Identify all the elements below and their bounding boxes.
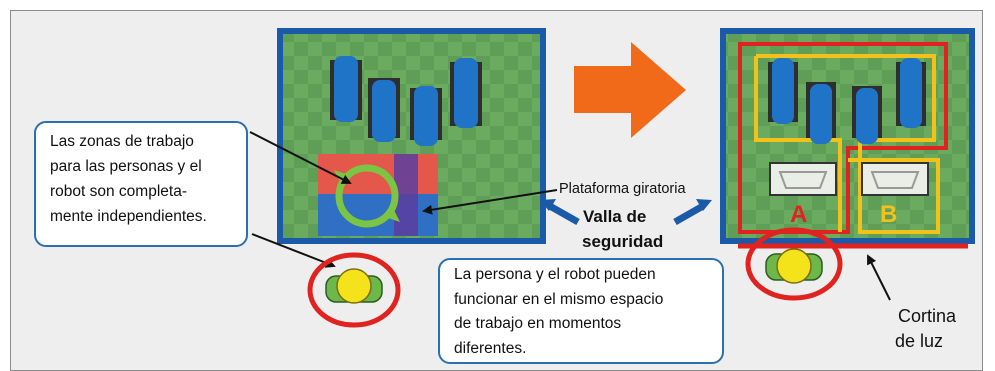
rotary-platform-ring (335, 164, 399, 228)
robot-arm (414, 86, 438, 146)
right-work-cell: A B (720, 28, 975, 301)
zone-b-boundary (756, 54, 940, 234)
operator-highlight-ring (745, 227, 843, 301)
fence-pointers (540, 199, 712, 226)
robot-arm (334, 56, 358, 122)
robot-arm (372, 80, 396, 142)
fence-label-line-1: Valla de (583, 207, 647, 226)
robot-arm (454, 58, 478, 128)
transition-arrow (574, 42, 686, 138)
operator-head (776, 248, 812, 284)
curtain-pointer (867, 254, 891, 301)
left-operator (307, 252, 401, 328)
workstation-b-tray (870, 171, 920, 189)
left-work-cell (249, 28, 558, 328)
callout-line: diferentes. (454, 339, 527, 357)
callout-line: Las zonas de trabajo (50, 133, 194, 150)
callout-line: para las personas y el (50, 158, 202, 175)
zone-b-label: B (880, 201, 897, 228)
fence-label-line-2: seguridad (582, 232, 664, 251)
robot-arm (856, 88, 878, 144)
workstation-b (861, 162, 929, 196)
fence-pointer-right (673, 202, 705, 226)
right-operator (745, 227, 843, 301)
rotation-arrow (388, 210, 400, 222)
robot-arm (900, 58, 922, 128)
callout-line: mente independientes. (50, 208, 207, 225)
fence-pointer-right-head (696, 199, 712, 211)
zone-a-label: A (790, 201, 807, 228)
callout-line: funcionar en el mismo espacio (454, 290, 664, 308)
callout-arrow-person (251, 233, 336, 268)
zone-b-boundary-inner (754, 56, 842, 232)
workstation-a (769, 162, 837, 196)
fence-pointer-left-head (540, 199, 556, 211)
left-robots (330, 56, 482, 146)
robot-arm (772, 58, 794, 124)
zone-a-boundary (738, 42, 948, 234)
callout-line: La persona y el robot pueden (454, 266, 656, 283)
robot-arm (810, 84, 832, 144)
curtain-label-line-2: de luz (895, 331, 944, 351)
rotation-arrow (334, 170, 346, 182)
curtain-label-line-1: Cortina (898, 306, 957, 326)
platform-label: Plataforma giratoria (559, 181, 686, 197)
callout-line: de trabajo en momentos (454, 315, 622, 332)
platform-pointer (422, 189, 558, 215)
right-robots (768, 58, 926, 144)
callout-line: robot son completa- (50, 183, 187, 200)
workstation-a-tray (778, 171, 828, 189)
operator-highlight-ring (307, 252, 401, 328)
fence-pointer-left (546, 201, 580, 226)
operator-head (336, 268, 372, 304)
callout-separate-zones: Las zonas de trabajo para las personas y… (34, 121, 248, 247)
callout-arrow-robot-zone (249, 131, 352, 184)
callout-shared-space: La persona y el robot pueden funcionar e… (438, 258, 724, 364)
